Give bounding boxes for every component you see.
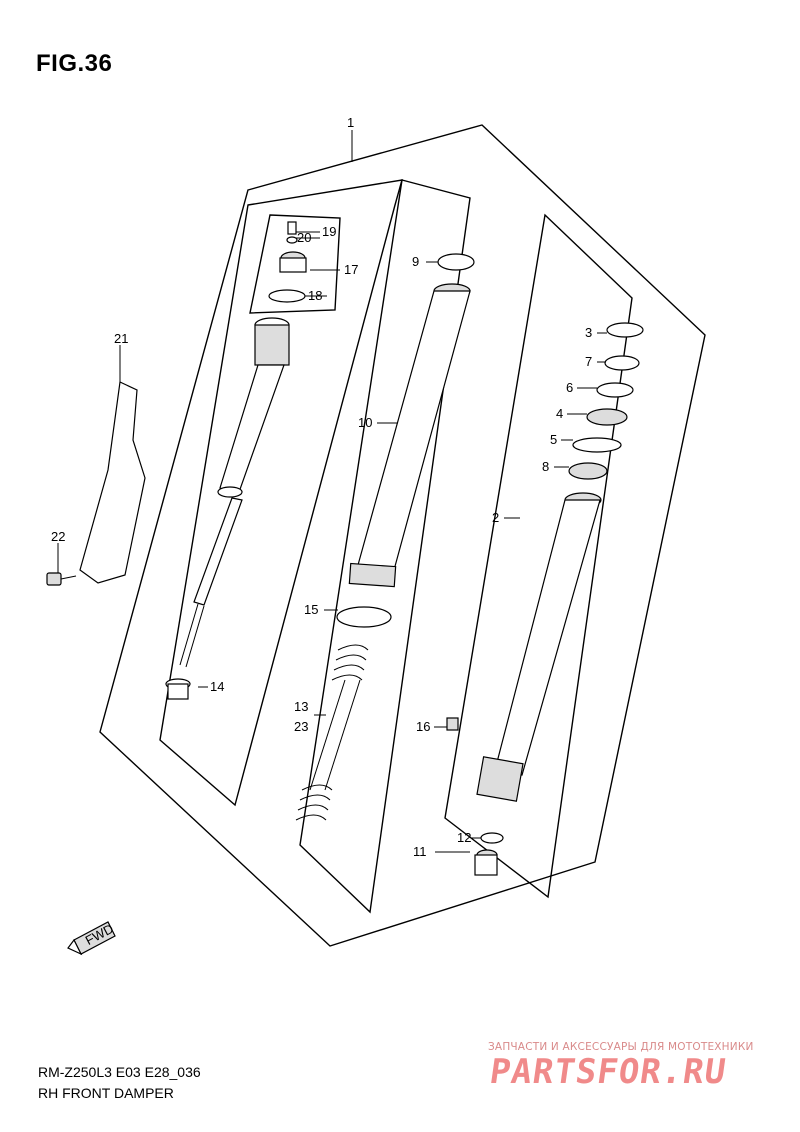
- cap-assembly-part: [268, 221, 307, 303]
- model-code: RM-Z250L3 E03 E28_036: [38, 1064, 201, 1080]
- bolt-part-22: [46, 572, 77, 586]
- outer-tube-subframe: [444, 213, 633, 899]
- callout-11: 11: [413, 844, 427, 859]
- callout-20: 20: [297, 230, 311, 245]
- callout-10: 10: [358, 415, 372, 430]
- bolt-part-16: [446, 717, 459, 731]
- plug-part-11: [474, 849, 498, 876]
- callout-18: 18: [308, 288, 322, 303]
- callout-17: 17: [344, 262, 358, 277]
- callout-13: 13: [294, 699, 308, 714]
- figure-name: RH FRONT DAMPER: [38, 1085, 174, 1101]
- callout-14: 14: [210, 679, 224, 694]
- callout-12: 12: [457, 830, 471, 845]
- figure-title: FIG.36: [36, 50, 113, 77]
- assembly-frame: [99, 124, 706, 947]
- damper-rod-part: [179, 317, 290, 668]
- collar-part-14: [165, 678, 191, 700]
- callout-16: 16: [416, 719, 430, 734]
- spring-part-13: [295, 644, 369, 821]
- fwd-arrow-icon: FWD: [67, 921, 116, 956]
- callout-22: 22: [51, 529, 65, 544]
- cap-subframe: [249, 214, 341, 314]
- callout-9: 9: [412, 254, 419, 269]
- ring-part-15: [336, 606, 392, 628]
- callout-1: 1: [347, 115, 354, 130]
- ring-part-9: [437, 253, 475, 271]
- watermark-brand: PARTSFOR.RU: [487, 1052, 729, 1092]
- fork-guard-part: [79, 381, 146, 584]
- callout-8: 8: [542, 459, 549, 474]
- callout-6: 6: [566, 380, 573, 395]
- callout-23: 23: [294, 719, 308, 734]
- callout-19: 19: [322, 224, 336, 239]
- ring-stack-parts: [568, 322, 644, 480]
- callout-2: 2: [492, 510, 499, 525]
- callout-7: 7: [585, 354, 592, 369]
- ring-part-12: [480, 832, 504, 844]
- watermark-tagline: ЗАПЧАСТИ И АКСЕССУАРЫ ДЛЯ МОТОТЕХНИКИ: [488, 1041, 754, 1053]
- tube-subframe: [299, 179, 471, 914]
- callout-15: 15: [304, 602, 318, 617]
- leader-lines: [57, 130, 607, 853]
- callout-21: 21: [114, 331, 128, 346]
- outer-tube-part-2: [476, 492, 602, 802]
- inner-tube-part-10: [348, 283, 471, 588]
- callout-4: 4: [556, 406, 563, 421]
- callout-5: 5: [550, 432, 557, 447]
- callout-3: 3: [585, 325, 592, 340]
- damper-subframe: [159, 179, 403, 807]
